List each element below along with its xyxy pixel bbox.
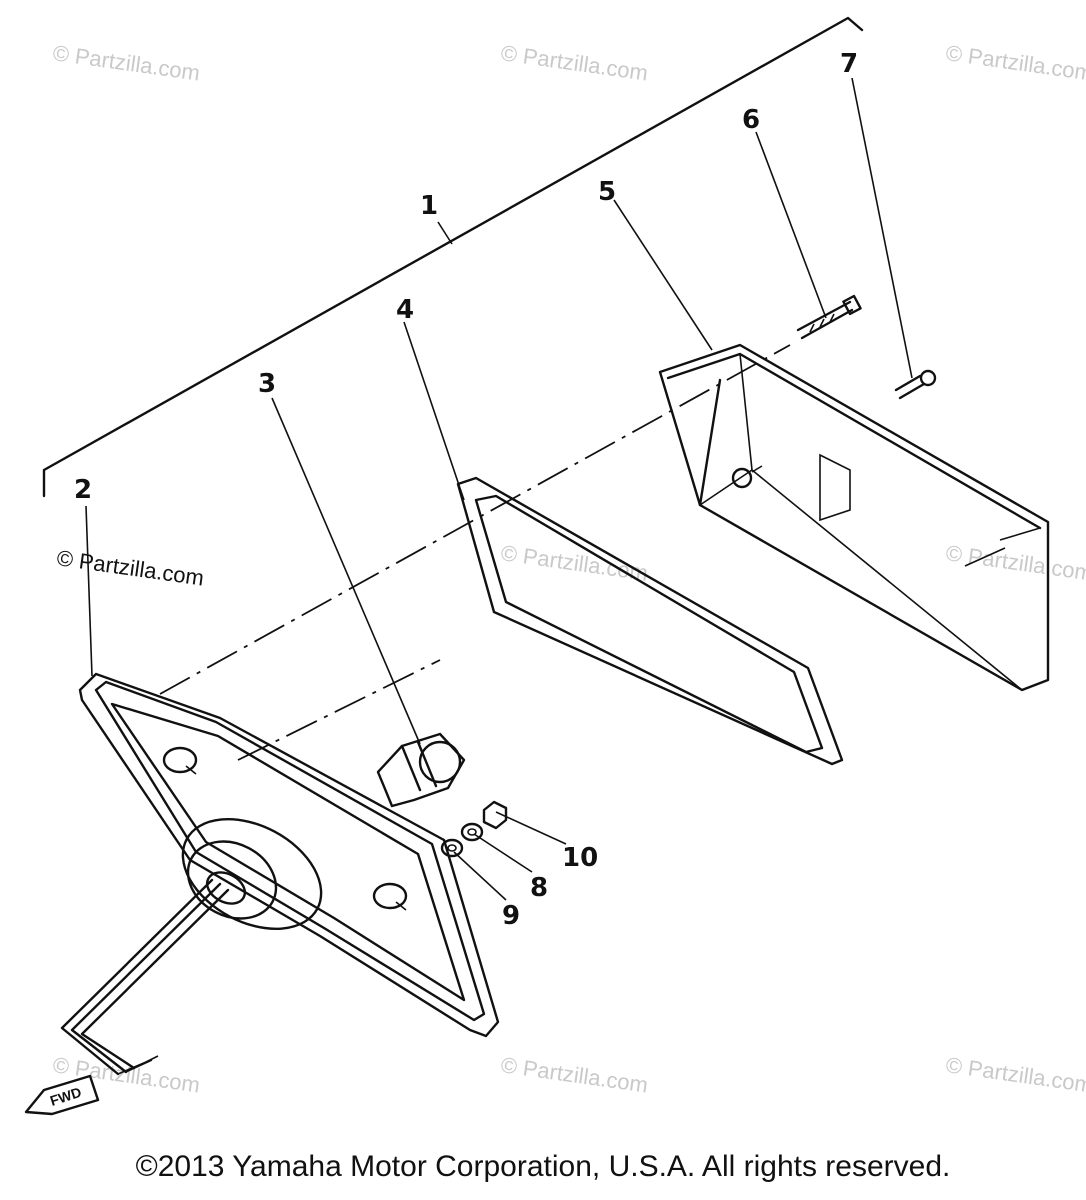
callout-5: 5 (598, 177, 616, 207)
callout-labels: 1 2 3 4 5 6 7 8 9 10 (74, 49, 858, 931)
callout-7: 7 (840, 49, 858, 79)
callout-4: 4 (396, 295, 414, 325)
callout-6: 6 (742, 105, 760, 135)
base-reflector (78, 672, 500, 1038)
watermark: © Partzilla.com (944, 540, 1086, 585)
callout-3: 3 (258, 369, 276, 399)
wiring-harness (60, 878, 230, 1076)
watermark: © Partzilla.com (499, 540, 649, 585)
gasket (456, 476, 844, 766)
callout-10: 10 (562, 843, 598, 873)
watermark: © Partzilla.com (944, 40, 1086, 85)
leader-lines (85, 77, 913, 901)
callout-1: 1 (420, 191, 438, 221)
centre-lines (159, 344, 791, 761)
watermark: © Partzilla.com (499, 1052, 649, 1097)
bulb (376, 732, 466, 808)
hardware-small (440, 800, 508, 858)
long-screw (796, 294, 862, 340)
callout-8: 8 (530, 873, 548, 903)
watermark-dark: © Partzilla.com (55, 545, 205, 590)
watermark: © Partzilla.com (499, 40, 649, 85)
watermark: © Partzilla.com (51, 40, 201, 85)
copyright-notice: ©2013 Yamaha Motor Corporation, U.S.A. A… (135, 1150, 951, 1183)
watermark: © Partzilla.com (944, 1052, 1086, 1097)
short-screw (894, 369, 937, 400)
callout-2: 2 (74, 475, 92, 505)
lens-housing (658, 343, 1050, 692)
callout-9: 9 (502, 901, 520, 931)
watermarks: © Partzilla.com © Partzilla.com © Partzi… (51, 40, 1086, 1097)
assembly-bracket (42, 16, 864, 498)
